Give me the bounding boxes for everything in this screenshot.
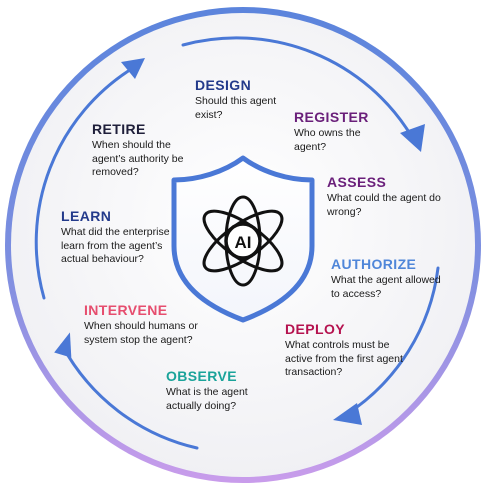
stage-retire: RETIRE When should the agent’s authority… — [92, 121, 202, 180]
stage-design: DESIGN Should this agent exist? — [195, 77, 285, 122]
stage-title: DEPLOY — [285, 321, 345, 337]
stage-authorize: AUTHORIZE What the agent allowed to acce… — [331, 256, 441, 301]
cycle-arrows — [34, 36, 440, 450]
arrowhead-bottom-right — [333, 403, 362, 425]
stage-question: When should humans or system stop the ag… — [84, 320, 198, 346]
stage-title: LEARN — [61, 208, 112, 224]
stage-question: What did the enterprise learn from the a… — [61, 226, 170, 265]
stage-title: ASSESS — [327, 174, 387, 190]
stage-question: What is the agent actually doing? — [166, 386, 248, 412]
ai-label: AI — [235, 233, 252, 252]
stage-title: DESIGN — [195, 77, 252, 93]
arrow-arc-bottom-right — [345, 266, 440, 416]
stage-question: What the agent allowed to access? — [331, 274, 441, 300]
stage-title: AUTHORIZE — [331, 256, 417, 272]
stage-question: What could the agent do wrong? — [327, 192, 441, 218]
stage-learn: LEARN What did the enterprise learn from… — [61, 208, 186, 267]
stage-observe: OBSERVE What is the agent actually doing… — [166, 368, 276, 413]
stage-question: When should the agent’s authority be rem… — [92, 139, 184, 178]
ai-atom-icon — [202, 195, 284, 287]
stage-title: INTERVENE — [84, 302, 168, 318]
stage-assess: ASSESS What could the agent do wrong? — [327, 174, 447, 219]
stage-intervene: INTERVENE When should humans or system s… — [84, 302, 224, 347]
stage-title: RETIRE — [92, 121, 146, 137]
stage-question: Who owns the agent? — [294, 127, 361, 153]
arrow-arc-left — [34, 66, 135, 300]
stage-title: OBSERVE — [166, 368, 238, 384]
arrow-arc-top-right — [181, 36, 414, 139]
stage-register: REGISTER Who owns the agent? — [294, 109, 394, 154]
stage-deploy: DEPLOY What controls must be active from… — [285, 321, 405, 380]
arrow-arc-bottom-left — [60, 343, 199, 450]
arrow-heads — [54, 58, 425, 425]
stage-title: REGISTER — [294, 109, 369, 125]
arrowhead-left — [121, 58, 145, 79]
stage-question: What controls must be active from the fi… — [285, 339, 403, 378]
stage-question: Should this agent exist? — [195, 95, 277, 121]
arrowhead-top-right — [400, 124, 425, 152]
arrowhead-bottom-left — [54, 332, 72, 358]
